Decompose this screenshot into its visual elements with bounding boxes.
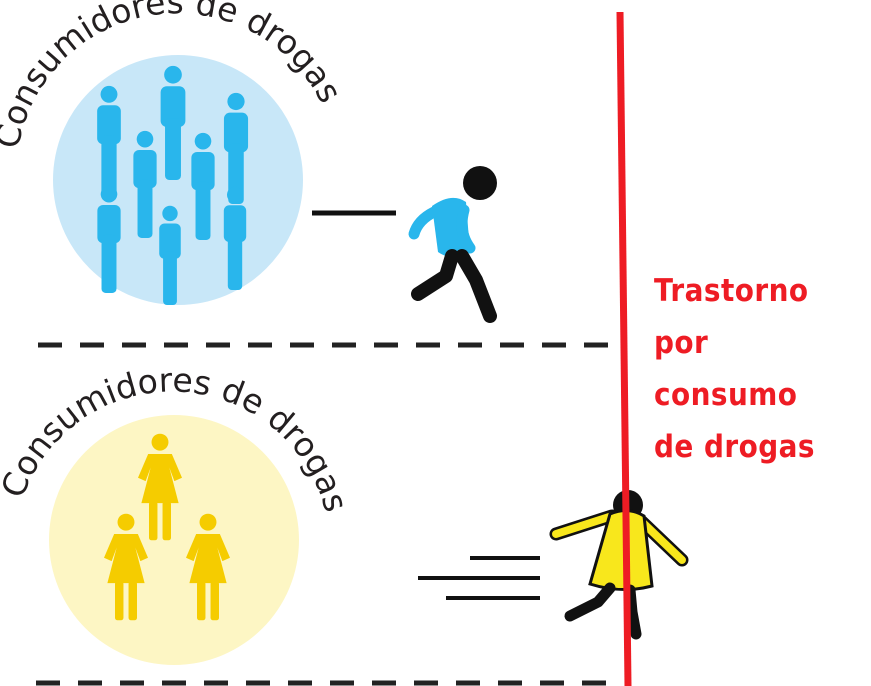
runner-leg: [455, 249, 497, 323]
group-top: Consumidores de drogas: [0, 0, 350, 305]
threshold-label-line-1: Trastorno: [654, 273, 809, 309]
group-bottom: Consumidores de drogas: [0, 360, 356, 665]
threshold-label-line-2: por consumo: [654, 325, 798, 413]
threshold-line: [616, 11, 632, 686]
runner-head: [463, 166, 497, 200]
runner-arm: [636, 516, 686, 564]
runner-dress: [588, 509, 654, 591]
runner-arm: [456, 204, 476, 254]
male-runner-figure: [312, 166, 497, 323]
group-circle-yellow: [49, 415, 299, 665]
runner-leg: [564, 582, 616, 622]
threshold-label-line-3: de drogas: [654, 429, 815, 465]
runner-leg: [624, 584, 642, 640]
runner-arm: [408, 206, 440, 240]
runner-leg: [411, 249, 459, 301]
runner-arm: [552, 512, 616, 538]
threshold-label: Trastorno por consumo de drogas: [654, 265, 864, 473]
female-runner-figure: [418, 490, 689, 640]
